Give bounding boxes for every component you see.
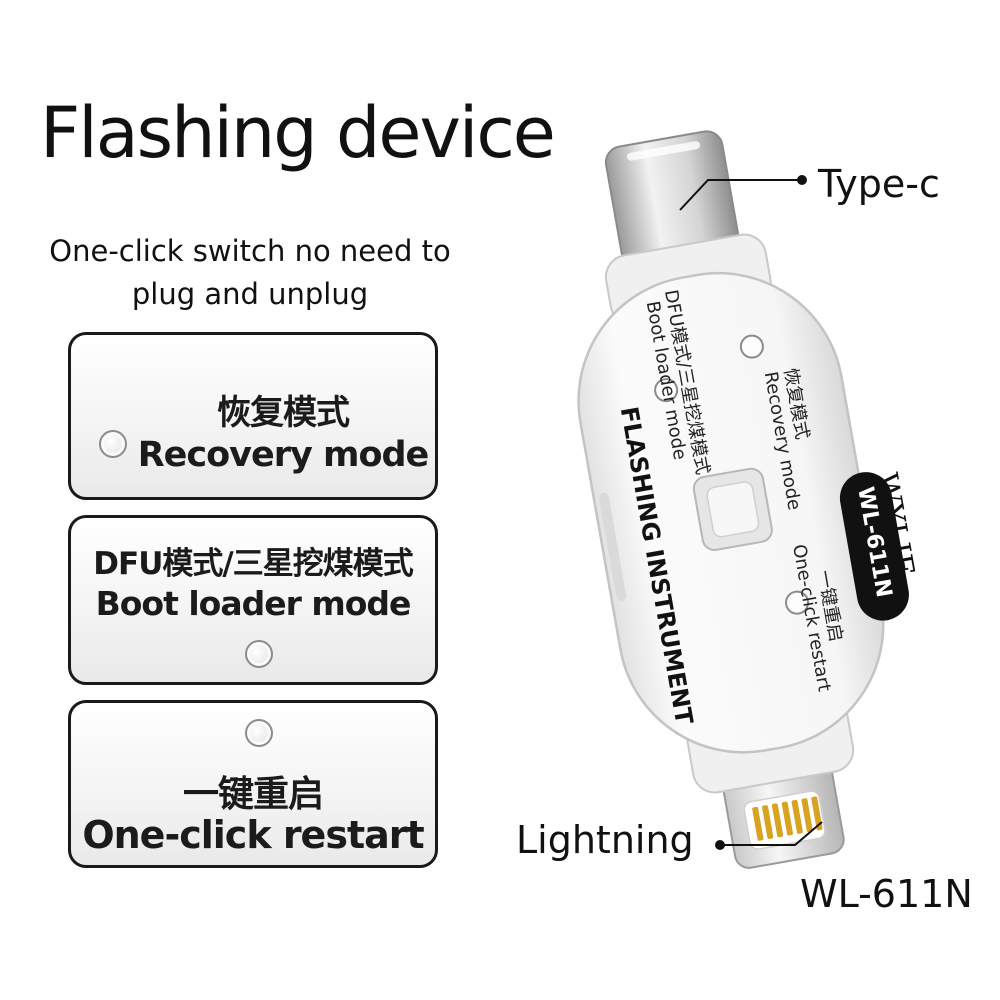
restart-en-label: One-click restart bbox=[82, 813, 424, 857]
subtitle-line-2: plug and unplug bbox=[131, 277, 369, 311]
page-title: Flashing device bbox=[40, 92, 556, 174]
type-c-callout-line bbox=[679, 179, 800, 211]
bootloader-mode-card: DFU模式/三星挖煤模式 Boot loader mode bbox=[68, 515, 438, 685]
subtitle-line-1: One-click switch no need to bbox=[49, 234, 451, 268]
restart-button-dot-icon bbox=[245, 719, 273, 747]
recovery-mode-card: 恢复模式 Recovery mode bbox=[68, 332, 438, 500]
recovery-button-dot-icon bbox=[99, 430, 127, 458]
type-c-callout-label: Type-c bbox=[818, 162, 940, 206]
bootloader-mode-en-label: Boot loader mode bbox=[95, 584, 412, 623]
model-badge bbox=[839, 472, 909, 621]
subtitle: One-click switch no need to plug and unp… bbox=[40, 230, 460, 316]
bootloader-button-dot-icon bbox=[245, 640, 273, 668]
type-c-callout-dot-icon bbox=[797, 175, 807, 185]
recovery-mode-en-label: Recovery mode bbox=[137, 435, 430, 475]
device-recovery-dot-icon bbox=[739, 334, 764, 359]
model-label: WL-611N bbox=[800, 872, 973, 916]
restart-cn-label: 一键重启 bbox=[182, 774, 324, 815]
lightning-gold-pins bbox=[752, 796, 823, 841]
lightning-callout-line bbox=[722, 821, 823, 846]
recovery-mode-cn-label: 恢复模式 bbox=[217, 393, 350, 433]
lightning-callout-dot-icon bbox=[715, 840, 725, 850]
bootloader-mode-cn-label: DFU模式/三星挖煤模式 bbox=[93, 546, 413, 582]
lightning-callout-label: Lightning bbox=[516, 818, 694, 862]
restart-card: 一键重启 One-click restart bbox=[68, 700, 438, 868]
device-dfu-dot-icon bbox=[654, 378, 679, 403]
device-restart-dot-icon bbox=[785, 590, 810, 615]
